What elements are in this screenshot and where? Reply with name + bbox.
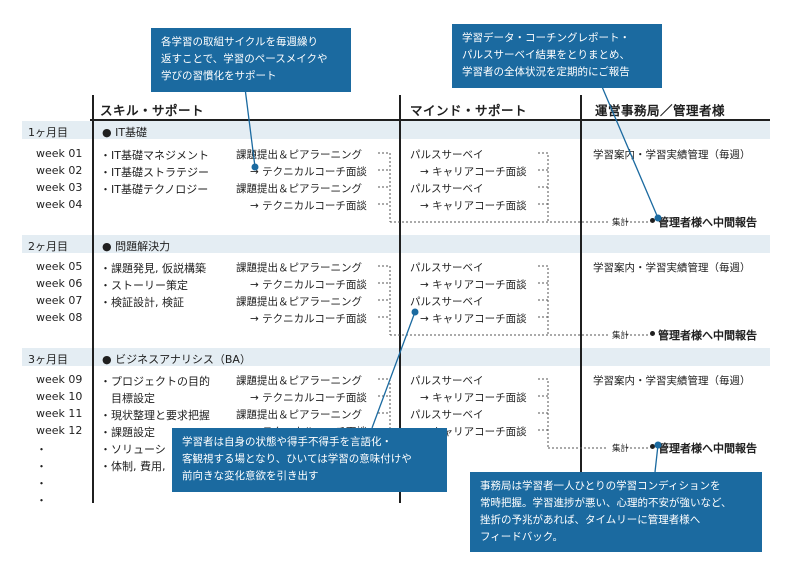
callout-line: 返すことで、学習のペースメイクや [161, 53, 328, 65]
column-divider-1 [92, 95, 94, 503]
submit-peer-learning: 課題提出＆ピアラーニング [236, 375, 362, 387]
ellipsis-dot: ・ [36, 460, 47, 473]
skill-item: 目標設定 [100, 392, 155, 405]
aggregate-label: 集計 [612, 218, 630, 228]
callout-line: 学びの習慣化をサポート [161, 70, 277, 82]
interim-report-to-manager: 管理者様へ中間報告 [658, 216, 757, 229]
admin-weekly-management: 学習案内・学習実績管理（毎週） [593, 149, 751, 161]
week-label: week 07 [36, 294, 83, 307]
interim-report-to-manager: 管理者様へ中間報告 [658, 329, 757, 342]
submit-peer-learning: 課題提出＆ピアラーニング [236, 296, 362, 308]
week-label: week 05 [36, 260, 83, 273]
career-coach-session: → キャリアコーチ面談 [420, 313, 527, 325]
ellipsis-dot: ・ [36, 477, 47, 490]
week-label: week 02 [36, 164, 83, 177]
technical-coach-session: → テクニカルコーチ面談 [250, 392, 367, 404]
pulse-survey: パルスサーベイ [410, 262, 484, 274]
week-label: week 04 [36, 198, 83, 211]
skill-item: ・体制, 費用, [100, 460, 166, 473]
technical-coach-session: → テクニカルコーチ面談 [250, 313, 367, 325]
mind-support-header: マインド・サポート [410, 103, 528, 118]
pulse-survey: パルスサーベイ [410, 149, 484, 161]
header-rule [90, 119, 770, 121]
callout-line: 客観視する場となり、ひいては学習の意味付けや [182, 453, 412, 465]
ellipsis-dot: ・ [36, 494, 47, 507]
report-dot [650, 331, 655, 336]
week-label: week 12 [36, 424, 83, 437]
career-coach-session: → キャリアコーチ面談 [420, 166, 527, 178]
callout-line: 学習者の全体状況を定期的にご報告 [462, 66, 630, 78]
admin-header: 運営事務局／管理者様 [595, 103, 726, 118]
skill-support-header: スキル・サポート [100, 103, 205, 118]
admin-weekly-management: 学習案内・学習実績管理（毎週） [593, 375, 751, 387]
submit-peer-learning: 課題提出＆ピアラーニング [236, 183, 362, 195]
career-coach-session: → キャリアコーチ面談 [420, 279, 527, 291]
pulse-survey: パルスサーベイ [410, 375, 484, 387]
callout-learning-cycle: 各学習の取組サイクルを毎週繰り 返すことで、学習のペースメイクや 学びの習慣化を… [151, 28, 351, 92]
callout-office-feedback: 事務局は学習者一人ひとりの学習コンディションを 常時把握。学習進捗が悪い、心理的… [470, 472, 762, 552]
report-dot [650, 444, 655, 449]
week-label: week 08 [36, 311, 83, 324]
week-label: week 03 [36, 181, 83, 194]
theme-label: ● 問題解決力 [102, 240, 171, 253]
interim-report-to-manager: 管理者様へ中間報告 [658, 442, 757, 455]
theme-label: ● IT基礎 [102, 126, 148, 139]
month-label: 3ヶ月目 [28, 353, 68, 366]
theme-label: ● ビジネスアナリシス（BA） [102, 353, 251, 366]
callout-line: 常時把握。学習進捗が悪い、心理的不安が強いなど、 [480, 497, 732, 509]
skill-item: ・IT基礎マネジメント [100, 149, 209, 162]
week-label: week 09 [36, 373, 83, 386]
pulse-survey: パルスサーベイ [410, 409, 484, 421]
report-dot [650, 218, 655, 223]
aggregate-label: 集計 [612, 331, 630, 341]
callout-line: 事務局は学習者一人ひとりの学習コンディションを [480, 480, 721, 492]
submit-peer-learning: 課題提出＆ピアラーニング [236, 409, 362, 421]
skill-item: ・現状整理と要求把握 [100, 409, 210, 422]
skill-item: ・IT基礎ストラテジー [100, 166, 209, 179]
callout-line: 学習者は自身の状態や得手不得手を言語化・ [182, 436, 392, 448]
pulse-survey: パルスサーベイ [410, 296, 484, 308]
submit-peer-learning: 課題提出＆ピアラーニング [236, 149, 362, 161]
skill-item: ・プロジェクトの目的 [100, 375, 210, 388]
month-label: 2ヶ月目 [28, 240, 68, 253]
column-divider-3 [580, 95, 582, 503]
career-coach-session: → キャリアコーチ面談 [420, 392, 527, 404]
skill-item: ・ストーリー策定 [100, 279, 188, 292]
week-label: week 01 [36, 147, 83, 160]
submit-peer-learning: 課題提出＆ピアラーニング [236, 262, 362, 274]
callout-line: 学習データ・コーチングレポート・ [462, 32, 630, 44]
skill-item: ・検証設計, 検証 [100, 296, 184, 309]
skill-item: ・ソリューシ [100, 443, 166, 456]
admin-weekly-management: 学習案内・学習実績管理（毎週） [593, 262, 751, 274]
week-label: week 06 [36, 277, 83, 290]
month-band-2 [22, 235, 770, 253]
skill-item: ・課題発見, 仮説構築 [100, 262, 206, 275]
pulse-survey: パルスサーベイ [410, 183, 484, 195]
column-divider-2 [399, 95, 401, 503]
month-label: 1ヶ月目 [28, 126, 68, 139]
skill-item: ・IT基礎テクノロジー [100, 183, 209, 196]
callout-report: 学習データ・コーチングレポート・ パルスサーベイ結果をとりまとめ、 学習者の全体… [452, 24, 662, 88]
technical-coach-session: → テクニカルコーチ面談 [250, 166, 367, 178]
technical-coach-session: → テクニカルコーチ面談 [250, 279, 367, 291]
technical-coach-session: → テクニカルコーチ面談 [250, 200, 367, 212]
callout-learner-reflection: 学習者は自身の状態や得手不得手を言語化・ 客観視する場となり、ひいては学習の意味… [172, 428, 447, 492]
callout-line: 各学習の取組サイクルを毎週繰り [161, 36, 318, 48]
skill-item: ・課題設定 [100, 426, 155, 439]
callout-line: 前向きな変化意欲を引き出す [182, 470, 319, 482]
aggregate-label: 集計 [612, 444, 630, 454]
month-band-1 [22, 121, 770, 139]
callout-line: 挫折の予兆があれば、タイムリーに管理者様へ [480, 514, 701, 526]
week-label: week 10 [36, 390, 83, 403]
callout-line: フィードバック。 [480, 531, 563, 543]
callout-line: パルスサーベイ結果をとりまとめ、 [462, 49, 630, 61]
week-label: week 11 [36, 407, 83, 420]
career-coach-session: → キャリアコーチ面談 [420, 200, 527, 212]
ellipsis-dot: ・ [36, 443, 47, 456]
